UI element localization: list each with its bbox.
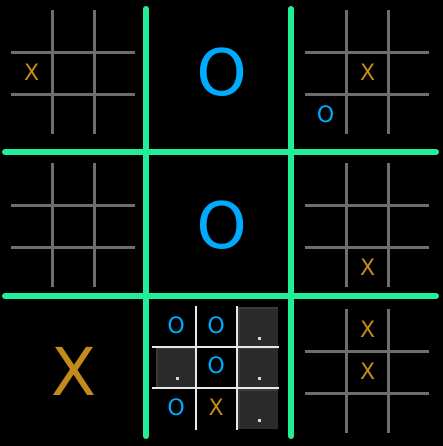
small-grid-line (11, 246, 135, 249)
empty-cell (53, 248, 94, 289)
sub-board-0-1: O (148, 0, 295, 147)
cell-dot (258, 377, 261, 380)
small-grid-line (387, 309, 390, 433)
small-grid-line (51, 10, 54, 134)
empty-cell (305, 248, 346, 289)
active-grid-line (152, 387, 279, 389)
empty-cell (305, 310, 346, 351)
sub-board-0-0: X (0, 0, 147, 147)
empty-cell (305, 352, 346, 393)
empty-cell (95, 95, 136, 136)
empty-cell (347, 164, 388, 205)
empty-cell (347, 11, 388, 52)
sub-board-2-0: X (0, 299, 147, 446)
empty-cell (389, 352, 430, 393)
main-grid-line (2, 149, 439, 155)
empty-cell (95, 53, 136, 94)
empty-cell (305, 394, 346, 435)
cell-mark: O (167, 396, 185, 421)
small-grid-line (305, 204, 429, 207)
empty-cell (389, 11, 430, 52)
cell-mark: X (208, 396, 224, 421)
cell-mark: O (167, 314, 185, 339)
cell-mark: O (207, 354, 225, 379)
empty-cell (305, 11, 346, 52)
small-grid-line (305, 392, 429, 395)
empty-cell (53, 206, 94, 247)
active-grid-line (195, 306, 197, 430)
small-grid-line (345, 309, 348, 433)
small-grid-line (305, 246, 429, 249)
small-grid-line (305, 350, 429, 353)
small-grid-line (305, 51, 429, 54)
empty-cell (11, 206, 52, 247)
empty-cell[interactable] (238, 347, 278, 387)
cell-mark: X (359, 255, 376, 281)
empty-cell (347, 95, 388, 136)
empty-cell (53, 11, 94, 52)
sub-board-1-1: O (148, 153, 295, 300)
small-grid-line (345, 10, 348, 134)
empty-cell (53, 164, 94, 205)
empty-cell (305, 206, 346, 247)
cell-dot (258, 419, 261, 422)
small-grid-line (345, 163, 348, 287)
empty-cell (389, 248, 430, 289)
cell-dot (258, 337, 261, 340)
empty-cell (305, 164, 346, 205)
empty-cell (389, 53, 430, 94)
main-grid-line (143, 6, 149, 439)
empty-cell (389, 95, 430, 136)
empty-cell (53, 95, 94, 136)
empty-cell (347, 206, 388, 247)
small-grid-line (387, 163, 390, 287)
empty-cell (95, 11, 136, 52)
empty-cell (389, 164, 430, 205)
cell-mark: X (23, 60, 40, 86)
empty-cell (305, 53, 346, 94)
cell-mark: X (359, 359, 376, 385)
small-grid-line (387, 10, 390, 134)
small-grid-line (11, 93, 135, 96)
small-grid-line (11, 204, 135, 207)
active-grid-line (152, 346, 279, 348)
empty-cell (53, 53, 94, 94)
empty-cell (11, 248, 52, 289)
empty-cell (11, 11, 52, 52)
sub-board-1-2: X (294, 153, 441, 300)
empty-cell (389, 206, 430, 247)
cell-mark: O (316, 102, 335, 128)
sub-board-1-0 (0, 153, 147, 300)
sub-board-winner-mark: X (50, 333, 97, 411)
sub-board-winner-mark: O (196, 189, 247, 264)
empty-cell[interactable] (156, 347, 196, 387)
small-grid-line (93, 163, 96, 287)
empty-cell (95, 206, 136, 247)
cell-mark: X (359, 60, 376, 86)
empty-cell (11, 95, 52, 136)
small-grid-line (93, 10, 96, 134)
cell-mark: O (207, 314, 225, 339)
active-grid-line (236, 306, 238, 430)
empty-cell[interactable] (238, 307, 278, 347)
empty-cell (95, 164, 136, 205)
empty-cell (389, 310, 430, 351)
cell-mark: X (359, 317, 376, 343)
sub-board-winner-mark: O (196, 36, 247, 111)
small-grid-line (11, 51, 135, 54)
small-grid-line (305, 93, 429, 96)
main-grid-line (2, 293, 439, 299)
empty-cell (389, 394, 430, 435)
empty-cell (347, 394, 388, 435)
small-grid-line (51, 163, 54, 287)
empty-cell (95, 248, 136, 289)
empty-cell[interactable] (238, 389, 278, 429)
cell-dot (176, 377, 179, 380)
main-grid-line (288, 6, 294, 439)
empty-cell (11, 164, 52, 205)
